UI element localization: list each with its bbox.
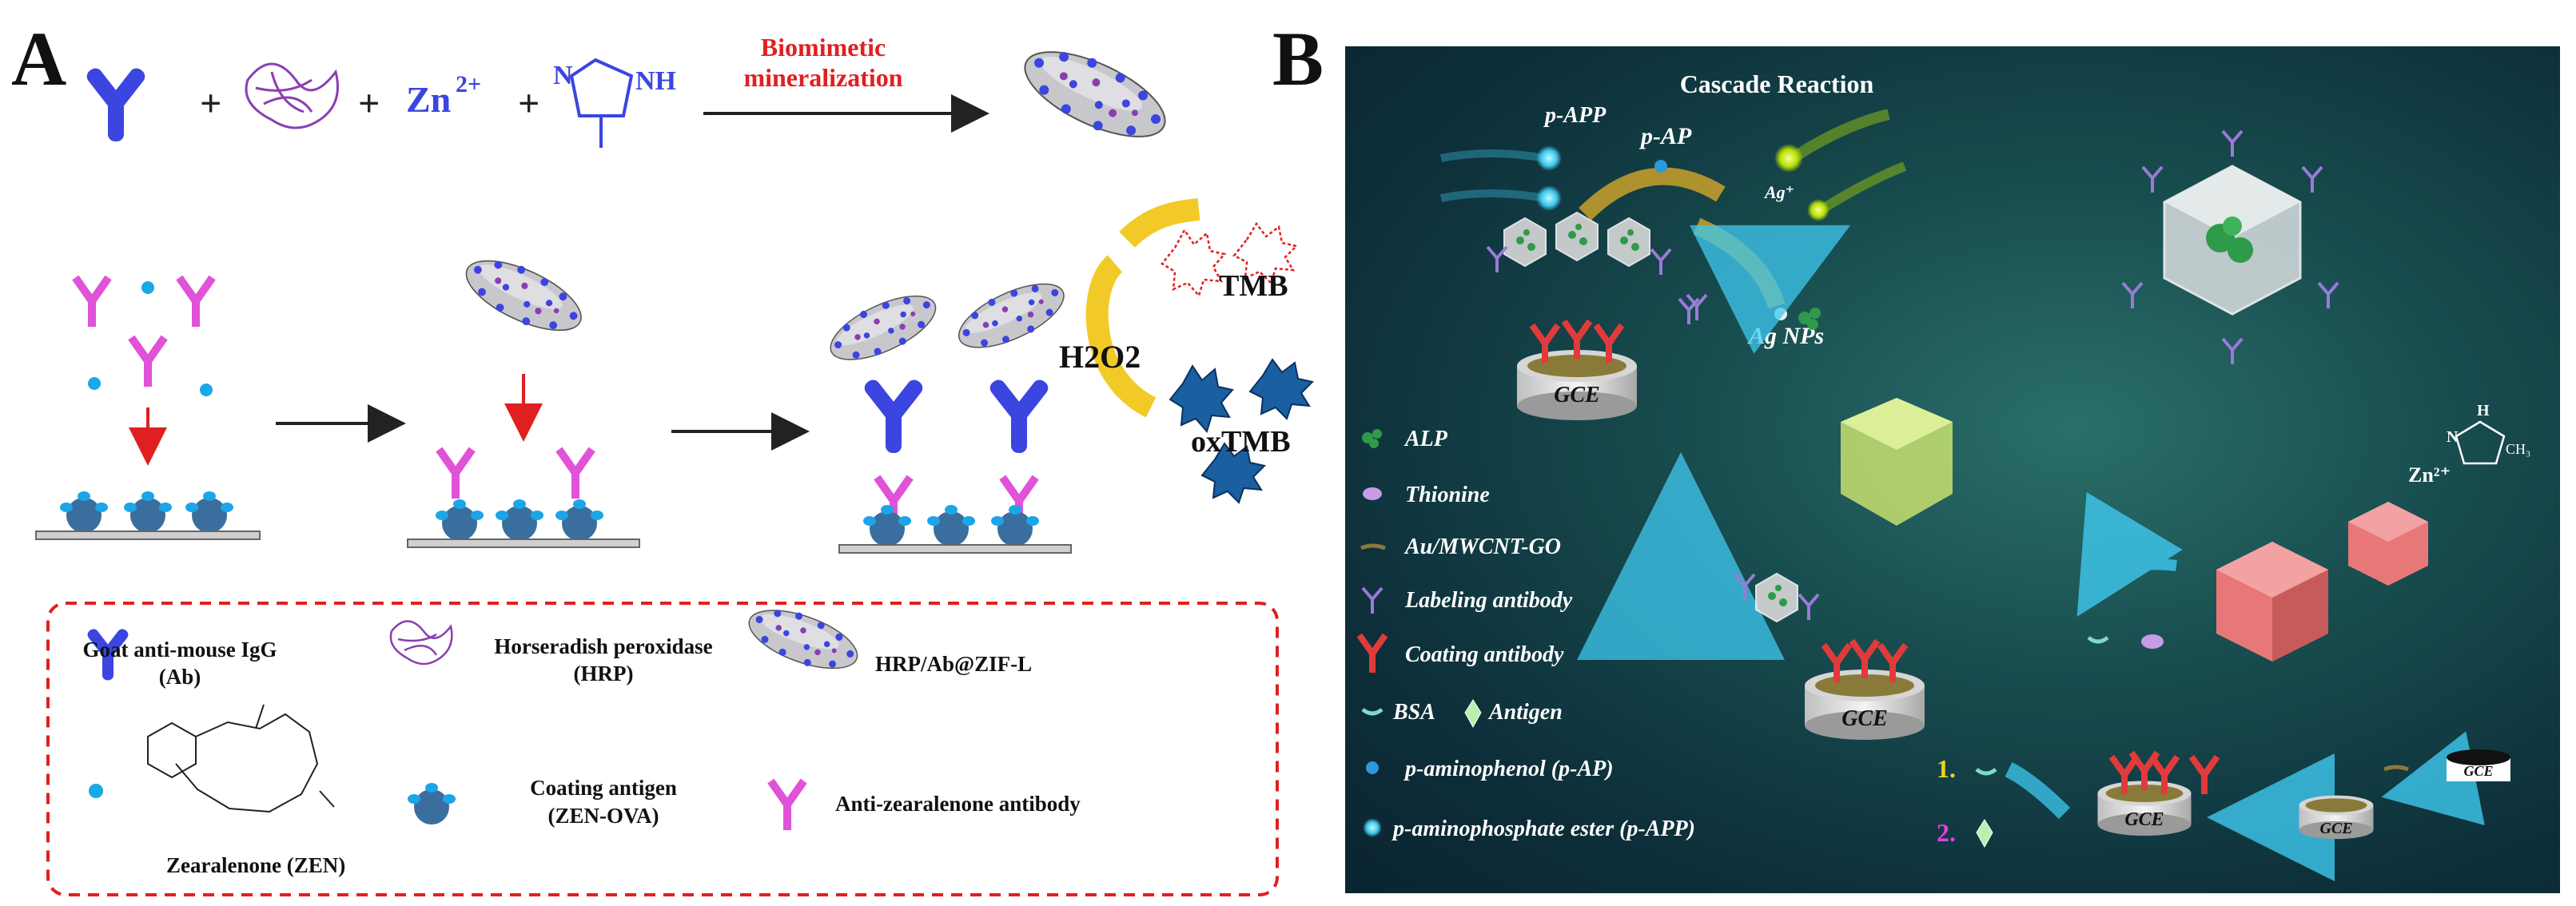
thionine-particle-icon — [2141, 634, 2164, 649]
methylimidazole-icon — [569, 58, 634, 148]
step1-bsa-icon — [1975, 767, 1997, 776]
growth-arrow — [2076, 491, 2183, 618]
gce-middle-label: GCE — [1841, 706, 1888, 731]
legend-thionine-icon — [1363, 487, 1382, 500]
legend-anti-zen-icon — [767, 778, 807, 830]
step-2-label: 2. — [1937, 818, 1956, 847]
legend-antigen-label: Antigen — [1487, 700, 1563, 725]
oxtmb-label: oxTMB — [1191, 425, 1291, 459]
probe-cube-icon — [1503, 217, 1547, 267]
panel-a: + + Zn 2+ + N NH Biomimetic mineralizati… — [35, 32, 1314, 896]
gce-coated-label: GCE — [2124, 809, 2164, 830]
legend-p-ap-label: p-aminophenol (p-AP) — [1403, 757, 1614, 781]
legend-hrp-label-2: (HRP) — [574, 662, 634, 685]
plus-sign-3: + — [518, 82, 539, 125]
gce-bare-label: GCE — [2463, 763, 2493, 779]
coating-antibody-add-icon — [2188, 754, 2220, 794]
cascade-arrow-gold-2 — [1693, 217, 1786, 309]
biomimetic-label: Biomimetic — [761, 33, 886, 62]
legend-zen-dot-icon — [89, 784, 103, 798]
legend-antigen-icon — [1464, 699, 1482, 729]
p-app-label: p-APP — [1543, 103, 1607, 128]
h2o2-curve-arrow — [1085, 255, 1157, 418]
legend-coating-label: Coating antigen — [530, 776, 677, 800]
legend-labeling-antibody-icon — [1361, 586, 1384, 615]
imidazole-n: N — [553, 61, 573, 90]
legend-hrp-label: Horseradish peroxidase — [494, 634, 712, 658]
legend-coating-antigen-icon — [408, 783, 456, 825]
legend-alp-label: ALP — [1403, 427, 1448, 451]
legend-au-mwcnt-go-icon — [1360, 543, 1386, 550]
legend-zen-label: Zearalenone (ZEN) — [166, 853, 345, 877]
plus-sign: + — [200, 82, 221, 125]
legend-ab-label-2: (Ab) — [159, 665, 201, 689]
cascade-arrow-gold — [1579, 167, 1726, 221]
plus-sign-2: + — [358, 82, 380, 125]
zen-structure-icon — [147, 704, 335, 813]
imidazole-h: H — [2477, 402, 2490, 419]
legend-box — [46, 602, 1279, 896]
panel-a-letter: A — [11, 16, 67, 101]
oxtmb-molecules-icon — [1169, 358, 1314, 504]
step1-group — [35, 275, 261, 540]
zif-crystal-small-icon — [2348, 502, 2428, 586]
imidazole-n-b: N — [2447, 428, 2459, 446]
zn-label: Zn²⁺ — [2408, 463, 2451, 487]
tmb-label: TMB — [1219, 269, 1288, 303]
p-ap-label: p-AP — [1638, 123, 1692, 149]
tmb-molecules-icon — [1161, 221, 1299, 298]
step-1-label: 1. — [1937, 754, 1956, 783]
gce-top-label: GCE — [1554, 383, 1600, 407]
ag-ion-particle-icon — [1774, 144, 1803, 173]
p-app-particle-icon — [1536, 145, 1562, 171]
step2-group — [407, 244, 640, 548]
panel-b-letter: B — [1272, 16, 1324, 101]
assembly-arrow — [1689, 225, 1851, 354]
zinc-charge: 2+ — [456, 71, 481, 97]
fabrication-arrow-left — [2005, 762, 2071, 820]
legend-hrp-icon — [389, 620, 453, 666]
mineralization-label: mineralization — [743, 63, 902, 92]
legend-p-app-label: p-aminophosphate ester (p-APP) — [1392, 817, 1695, 841]
cascade-reaction-title: Cascade Reaction — [1680, 70, 1874, 98]
hrp-icon — [245, 62, 339, 129]
legend-au-mwcnt-go-label: Au/MWCNT-GO — [1403, 534, 1561, 559]
legend-coating-antibody-label: Coating antibody — [1405, 642, 1564, 667]
zif-crystal-large-icon — [2216, 542, 2328, 662]
legend-labeling-antibody-label: Labeling antibody — [1404, 588, 1573, 613]
zinc-label: Zn — [406, 79, 451, 120]
legend-alp-icon — [1362, 429, 1382, 448]
legend-ab-label: Goat anti-mouse IgG — [83, 638, 277, 662]
legend-coating-label-2: (ZEN-OVA) — [547, 804, 659, 828]
legend-bsa-label: BSA — [1392, 700, 1435, 725]
p-app-particle-icon-2 — [1536, 185, 1562, 211]
imidazole-nh: NH — [635, 66, 676, 96]
legend-coating-antibody-icon — [1356, 633, 1388, 673]
gce-mwcnt-label: GCE — [2319, 820, 2352, 837]
panel-b: Cascade Reaction p-APP p-AP Ag⁺ Ag NPs G… — [1356, 70, 2530, 881]
ch3-label: CH₃ — [2506, 441, 2530, 457]
legend-anti-zen-label: Anti-zearalenone antibody — [835, 792, 1081, 816]
legend-thionine-label: Thionine — [1405, 483, 1490, 507]
goat-igg-icon — [84, 65, 148, 141]
step3-group — [820, 269, 1074, 554]
legend-zif-label: HRP/Ab@ZIF-L — [875, 652, 1032, 676]
legend-p-app-icon — [1363, 818, 1382, 837]
p-ap-particle-icon — [1654, 160, 1667, 173]
legend-zif-icon — [740, 596, 866, 682]
legend-p-ap-icon — [1366, 761, 1379, 774]
hrp-ab-zif-icon — [1011, 32, 1179, 157]
fabrication-arrow-left-3 — [2381, 731, 2485, 826]
ag-ion-label: Ag⁺ — [1763, 182, 1794, 202]
2-methylimidazole-icon — [2455, 420, 2506, 465]
zif-crystal-green-icon — [1841, 398, 1953, 526]
step2-antigen-icon — [1976, 819, 1993, 848]
h2o2-label: H2O2 — [1059, 339, 1141, 375]
fabrication-arrow-up — [1577, 452, 1786, 661]
legend-bsa-icon — [1361, 707, 1384, 716]
hrp-zif-cube-large-icon — [2163, 165, 2302, 316]
